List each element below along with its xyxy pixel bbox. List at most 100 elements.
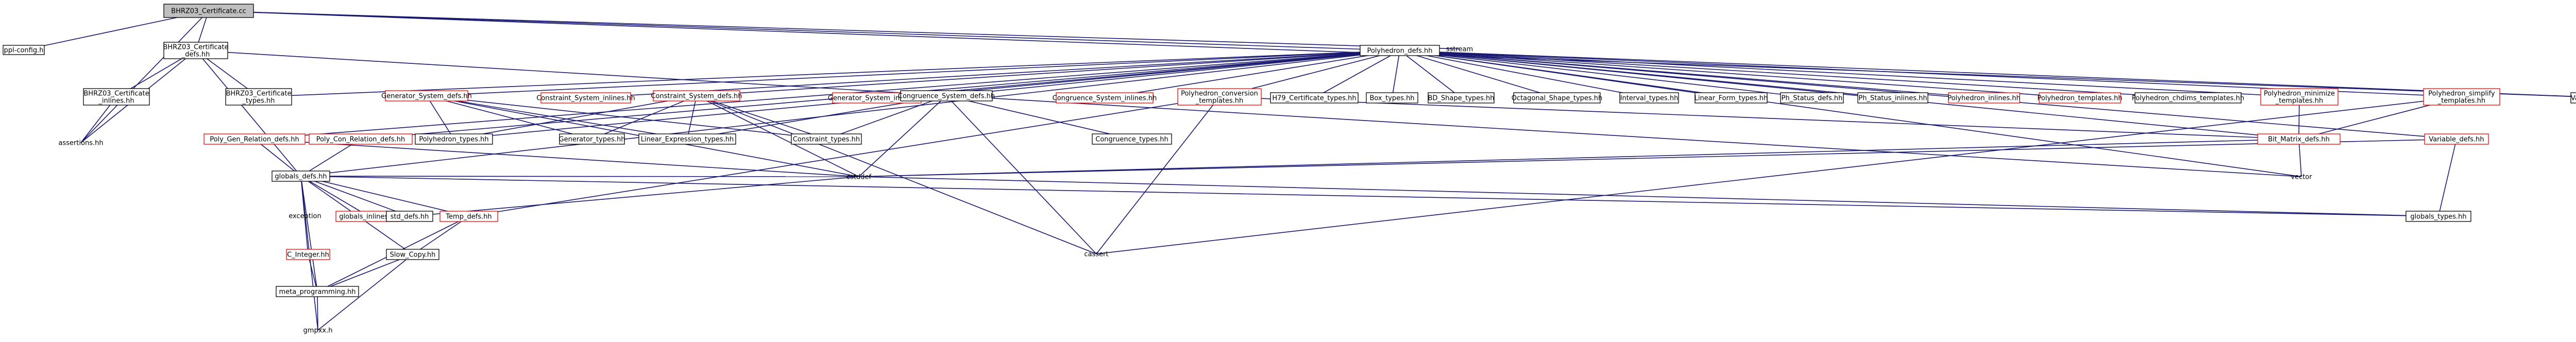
dependency-edge [426,50,1400,96]
node-label: cstddef [846,174,872,181]
node-label: BHRZ03_Certificate [163,44,228,52]
dependency-edge [317,291,318,331]
node-box [163,4,254,18]
node-globals-defs[interactable]: globals_defs.hh [272,170,330,182]
node-label: _templates.hh [2275,97,2324,105]
node-linear-form-types[interactable]: Linear_Form_types.hh [1694,92,1768,104]
node-label: Constraint_System_inlines.hh [536,95,635,102]
node-gen-sys-defs[interactable]: Generator_System_defs.hh [381,90,472,101]
node-box [163,42,228,59]
dependency-edge [317,254,413,331]
node-gen-types[interactable]: Generator_types.hh [559,133,625,145]
node-bit-matrix[interactable]: Bit_Matrix_defs.hh [2257,133,2341,145]
node-box [1948,92,2020,104]
node-box [386,211,433,222]
node-cons-sys-inlines[interactable]: Constraint_System_inlines.hh [536,92,635,104]
node-label: meta_programming.hh [279,288,355,296]
dependency-edge [426,95,454,140]
node-meta-prog[interactable]: meta_programming.hh [276,286,359,297]
dependency-edge [1399,50,2302,177]
node-label: Poly_Con_Relation_defs.hh [316,136,405,144]
node-label: Polyhedron_templates.hh [2038,95,2123,102]
node-box [1513,92,1601,104]
dependency-edge [1219,96,2299,140]
node-poly-types[interactable]: Polyhedron_types.hh [415,133,493,145]
node-cstddef: cstddef [846,174,872,181]
node-poly-minimize[interactable]: Polyhedron_minimize_templates.hh [2260,88,2338,106]
node-c-integer[interactable]: C_Integer.hh [286,249,330,260]
node-label: Variable_defs.hh [2429,136,2484,144]
node-poly-gen-rel[interactable]: Poly_Gen_Relation_defs.hh [204,133,306,145]
node-box [791,133,862,145]
node-root[interactable]: BHRZ03_Certificate.cc [163,4,254,18]
node-interval-types[interactable]: Interval_types.hh [1619,92,1679,104]
node-box [286,249,330,260]
dependency-edge [80,10,209,143]
node-lin-expr-types[interactable]: Linear_Expression_types.hh [638,133,736,145]
dependency-edge [946,95,1097,254]
node-box [1092,133,1172,145]
node-oct-shape-types[interactable]: Octagonal_Shape_types.hh [1512,92,1603,104]
node-pb-status-inlines[interactable]: Ph_Status_inlines.hh [1857,92,1928,104]
node-bhrz-types[interactable]: BHRZ03_Certificate_types.hh [225,88,292,106]
node-globals-inlines[interactable]: globals_inlines.hh [335,211,402,222]
node-box-types[interactable]: Box_types.hh [1366,92,1418,104]
node-label: Constraint_types.hh [793,136,860,144]
node-ppl-config[interactable]: ppl-config.h [3,45,45,55]
node-box [653,90,740,101]
node-slow-copy[interactable]: Slow_Copy.hh [386,249,439,260]
dependency-edge [426,95,592,140]
node-label: _templates.hh [2437,97,2486,105]
node-box [1056,92,1154,104]
dependency-edge [946,95,1132,140]
node-poly-inlines[interactable]: Polyhedron_inlines.hh [1947,92,2021,104]
node-std-defs[interactable]: std_defs.hh [386,211,433,222]
node-box [2039,92,2121,104]
dependency-edge [1096,96,1220,254]
node-cassert: cassert [1084,251,1108,259]
node-poly-templates[interactable]: Polyhedron_templates.hh [2038,92,2123,104]
node-label: Box_types.hh [1369,95,1414,102]
node-cong-types[interactable]: Congruence_types.hh [1092,133,1172,145]
node-box [559,133,625,145]
node-variable-defs[interactable]: Variable_defs.hh [2424,133,2489,145]
node-label: globals_types.hh [2410,213,2466,221]
node-cong-sys-inlines[interactable]: Congruence_System_inlines.hh [1053,92,1157,104]
node-label: Polyhedron_simplify [2428,90,2495,98]
node-label: assertions.hh [58,140,103,147]
dependency-edge [1104,50,1400,98]
node-label: Slow_Copy.hh [390,251,436,259]
node-varset-types[interactable]: Variables_Set_types.hh [2570,92,2576,104]
node-cons-sys-defs[interactable]: Constraint_System_defs.hh [651,90,742,101]
node-label: exception [289,213,321,220]
dependency-edge [1399,50,2080,98]
node-pb-status-defs[interactable]: Ph_Status_defs.hh [1780,92,1844,104]
dependency-edge [468,96,1220,217]
node-gmpxx: gmpxx.h [303,327,333,335]
node-label: Generator_System_defs.hh [381,93,472,100]
node-poly-conv-tmpl[interactable]: Polyhedron_conversion_templates.hh [1177,88,1262,106]
node-poly-con-rel[interactable]: Poly_Con_Relation_defs.hh [309,133,413,145]
node-bhrz-defs[interactable]: BHRZ03_Certificate_defs.hh [163,42,229,59]
node-cons-types[interactable]: Constraint_types.hh [791,133,862,145]
node-poly-defs[interactable]: Polyhedron_defs.hh [1360,45,1440,56]
node-bhrz-inlines[interactable]: BHRZ03_Certificate_inlines.hh [83,88,150,106]
node-box [2405,211,2471,222]
node-globals-types[interactable]: globals_types.hh [2405,211,2471,222]
node-label: Poly_Gen_Relation_defs.hh [210,136,299,144]
node-cong-sys-defs[interactable]: Congruence_System_defs.hh [898,90,995,101]
node-box [1857,92,1928,104]
node-label: gmpxx.h [303,327,333,335]
node-label: Linear_Form_types.hh [1694,95,1768,102]
node-bd-shape-types[interactable]: BD_Shape_types.hh [1428,92,1495,104]
dependency-edge [1314,50,1400,98]
node-poly-chdims[interactable]: Polyhedron_chdims_templates.hh [2132,92,2244,104]
node-box [439,211,498,222]
node-box [1694,92,1768,104]
node-poly-simplify[interactable]: Polyhedron_simplify_templates.hh [2423,88,2500,106]
node-label: Polyhedron_chdims_templates.hh [2132,95,2244,102]
node-temp-defs[interactable]: Temp_defs.hh [439,211,498,222]
node-label: BHRZ03_Certificate [83,90,149,98]
node-h79-types[interactable]: H79_Certificate_types.hh [1270,92,1359,104]
node-label: BD_Shape_types.hh [1428,95,1494,102]
